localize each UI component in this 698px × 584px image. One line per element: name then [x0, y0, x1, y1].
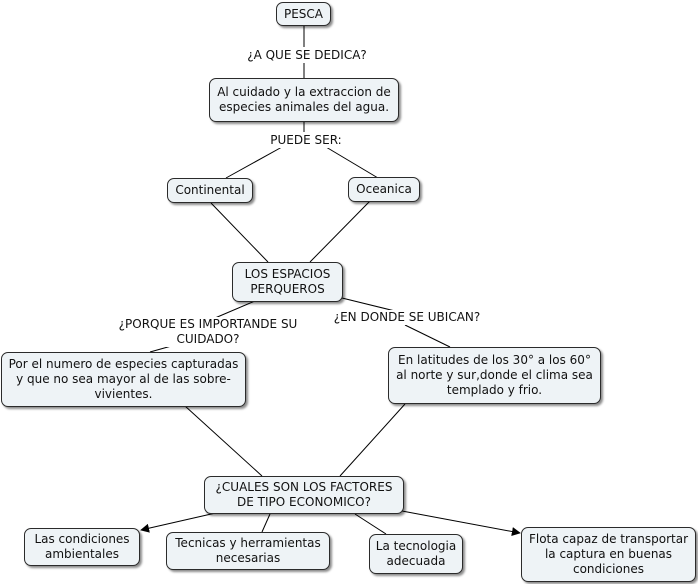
link-label-dedica: ¿A QUE SE DEDICA?: [238, 48, 376, 63]
connector-oceanica-espacios: [309, 200, 371, 263]
arrow-factores-flota: [401, 510, 521, 536]
connector-espacios-porque: [214, 300, 256, 319]
concept-condiciones-ambientales[interactable]: Las condiciones ambientales: [24, 528, 140, 566]
concept-tecnologia-adecuada[interactable]: La tecnologia adecuada: [369, 534, 463, 574]
link-label-puede-ser: PUEDE SER:: [264, 133, 348, 148]
concept-flota[interactable]: Flota capaz de transportar la captura en…: [521, 527, 696, 582]
connector-continental-espacios: [210, 202, 269, 263]
arrow-factores-condiciones: [140, 511, 221, 533]
link-label-donde: ¿EN DONDE SE UBICAN?: [326, 310, 488, 325]
connector-puede-oceanica: [325, 146, 379, 179]
concept-espacios-perqueros[interactable]: LOS ESPACIOS PERQUEROS: [232, 262, 343, 302]
concept-latitudes[interactable]: En latitudes de los 30° a los 60° al nor…: [388, 347, 601, 404]
connector-factores-tecnologia: [354, 513, 387, 535]
concept-cuidado-extraccion[interactable]: Al cuidado y la extraccion de especies a…: [209, 78, 399, 122]
concept-numero-especies[interactable]: Por el numero de especies capturadas y q…: [1, 352, 246, 407]
concept-continental[interactable]: Continental: [167, 178, 253, 203]
concept-oceanica[interactable]: Oceanica: [348, 177, 420, 202]
connector-espacios-donde: [341, 297, 396, 312]
connector-numero-factores: [184, 405, 263, 477]
connector-latitudes-factores: [339, 403, 406, 477]
connector-puede-continental: [225, 146, 283, 179]
connector-donde-latitudes: [404, 324, 451, 348]
concept-tecnicas-herramientas[interactable]: Tecnicas y herramientas necesarias: [166, 532, 330, 570]
concept-pesca[interactable]: PESCA: [276, 2, 331, 26]
concept-factores-economicos[interactable]: ¿CUALES SON LOS FACTORES DE TIPO ECONOMI…: [204, 476, 404, 514]
link-label-porque: ¿PORQUE ES IMPORTANDE SU CUIDADO?: [103, 317, 313, 347]
connector-factores-tecnicas: [261, 513, 271, 533]
